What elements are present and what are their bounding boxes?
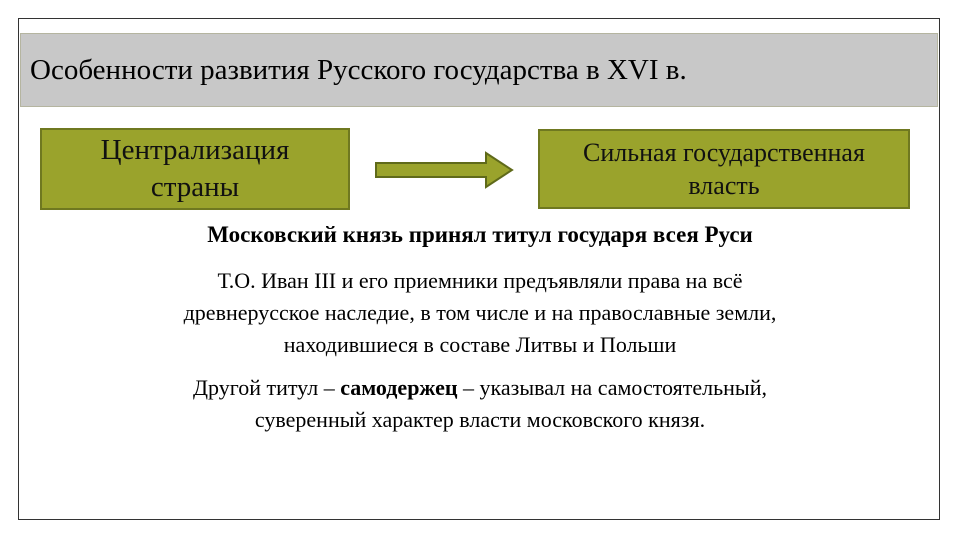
paragraph-2: Другой титул – самодержец – указывал на …	[40, 372, 920, 436]
strong-power-box-line-2: власть	[688, 171, 760, 200]
paragraph-2-line-1: Другой титул – самодержец – указывал на …	[40, 372, 920, 404]
strong-power-box: Сильная государственная власть	[538, 129, 910, 209]
paragraph-1-line-1: Т.О. Иван III и его приемники предъявлял…	[217, 268, 743, 293]
strong-power-box-line-1: Сильная государственная	[583, 138, 865, 167]
slide-title: Особенности развития Русского государств…	[30, 53, 687, 86]
slide-frame	[18, 18, 940, 520]
paragraph-1: Т.О. Иван III и его приемники предъявлял…	[40, 265, 920, 361]
headline: Московский князь принял титул государя в…	[207, 222, 753, 247]
paragraph-2-line-2: суверенный характер власти московского к…	[254, 407, 706, 432]
paragraph-2-bold-term: самодержец	[340, 375, 458, 400]
right-arrow-icon	[374, 150, 514, 190]
paragraph-1-line-2: древнерусское наследие, в том числе и на…	[183, 300, 777, 325]
title-bar: Особенности развития Русского государств…	[20, 33, 938, 107]
paragraph-1-line-3: находившиеся в составе Литвы и Польши	[283, 332, 677, 357]
paragraph-2-suffix: – указывал на самостоятельный,	[457, 375, 767, 400]
paragraph-2-prefix: Другой титул –	[193, 375, 341, 400]
centralization-box-line-1: Централизация	[100, 134, 290, 166]
centralization-box: Централизация страны	[40, 128, 350, 210]
centralization-box-line-2: страны	[150, 171, 240, 203]
